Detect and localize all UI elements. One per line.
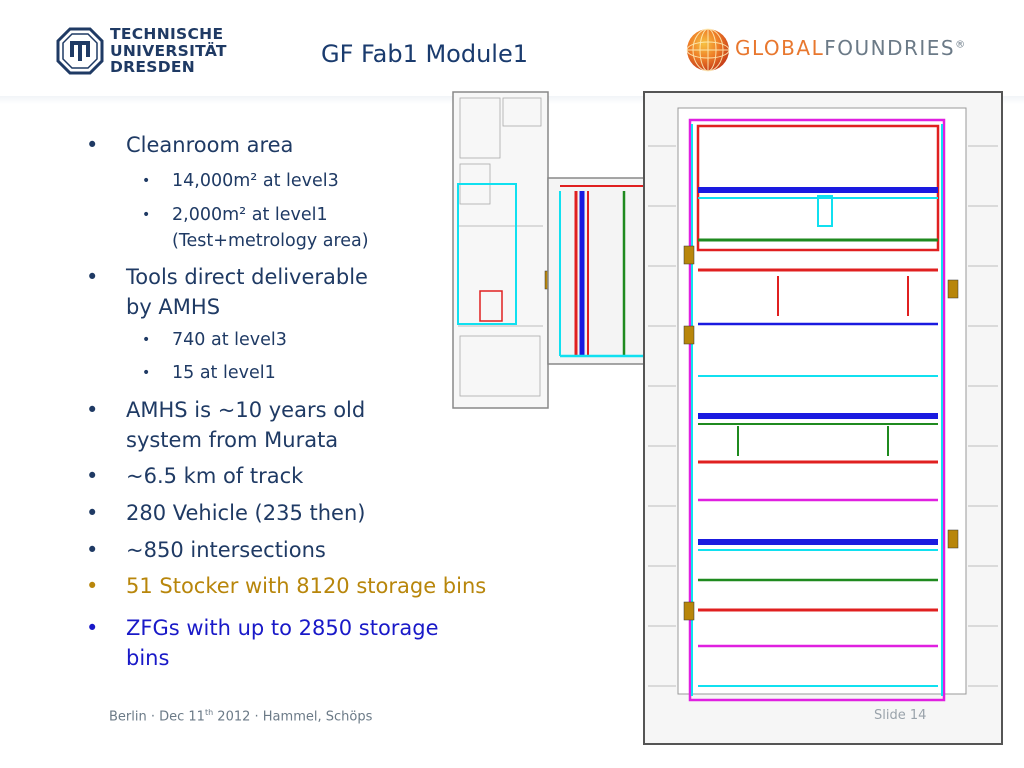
- page-title: GF Fab1 Module1: [321, 40, 529, 68]
- fab-floor-plan: [452, 91, 1003, 745]
- slide-header: TECHNISCHE UNIVERSITÄT DRESDEN GF Fab1 M…: [0, 0, 1024, 104]
- slide-number: Slide 14: [874, 708, 927, 723]
- tu-logo-text: TECHNISCHE UNIVERSITÄT DRESDEN: [110, 25, 227, 76]
- globalfoundries-logo: GLOBALFOUNDRIES®: [680, 20, 1020, 80]
- stocker-icon: [683, 245, 695, 265]
- gf-logo-text: GLOBALFOUNDRIES®: [735, 36, 967, 60]
- globe-icon: [686, 28, 730, 72]
- footer-credit: Berlin · Dec 11th 2012 · Hammel, Schöps: [109, 708, 373, 725]
- stocker-icon: [947, 529, 959, 549]
- annex-building: [452, 91, 549, 409]
- stocker-icon: [683, 601, 695, 621]
- stocker-icon: [947, 279, 959, 299]
- stocker-icon: [683, 325, 695, 345]
- tu-emblem-icon: [56, 27, 104, 75]
- tu-dresden-logo: TECHNISCHE UNIVERSITÄT DRESDEN: [56, 24, 227, 80]
